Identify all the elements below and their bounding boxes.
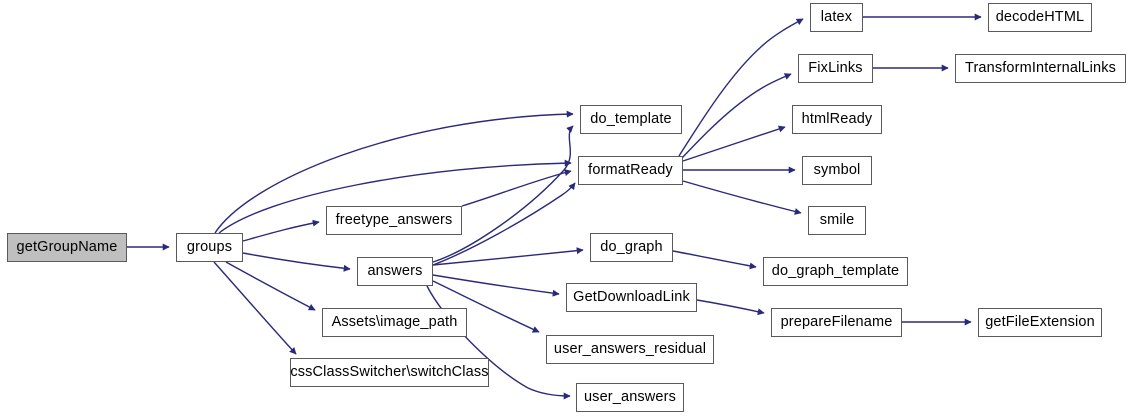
node-cssClassSwitcher_switchClass[interactable]: cssClassSwitcher\switchClass — [290, 358, 489, 387]
node-label: TransformInternalLinks — [964, 60, 1117, 77]
node-label: latex — [820, 9, 853, 26]
node-do_graph[interactable]: do_graph — [590, 233, 673, 262]
edge-groups-to-Assets_image_path — [225, 261, 316, 311]
node-label: getGroupName — [16, 239, 118, 256]
node-groups[interactable]: groups — [176, 233, 243, 262]
node-GetDownloadLink[interactable]: GetDownloadLink — [566, 283, 697, 312]
node-label: formatReady — [588, 162, 673, 179]
node-label: groups — [186, 239, 233, 256]
node-label: user_answers_residual — [553, 341, 707, 358]
node-TransformInternalLinks[interactable]: TransformInternalLinks — [955, 54, 1126, 83]
node-getFileExtension[interactable]: getFileExtension — [978, 308, 1102, 337]
node-user_answers[interactable]: user_answers — [576, 383, 684, 412]
node-label: user_answers — [583, 389, 677, 406]
node-Assets_image_path[interactable]: Assets\image_path — [322, 308, 467, 337]
node-prepareFilename[interactable]: prepareFilename — [771, 308, 902, 337]
node-label: cssClassSwitcher\switchClass — [290, 364, 489, 381]
node-freetype_answers[interactable]: freetype_answers — [326, 206, 462, 235]
edge-formatReady-to-latex — [678, 18, 804, 157]
node-smile[interactable]: smile — [808, 206, 866, 235]
edge-formatReady-to-htmlReady — [682, 125, 786, 162]
node-answers[interactable]: answers — [357, 257, 433, 286]
edge-answers-to-GetDownloadLink — [432, 274, 560, 297]
node-latex[interactable]: latex — [810, 3, 863, 32]
node-label: htmlReady — [801, 111, 873, 128]
node-FixLinks[interactable]: FixLinks — [798, 54, 873, 83]
node-label: smile — [819, 212, 855, 229]
edge-groups-to-cssClassSwitcher_switchClass — [213, 261, 297, 355]
node-label: symbol — [813, 162, 861, 179]
edge-groups-to-answers — [242, 252, 351, 272]
node-label: do_template — [590, 111, 672, 128]
node-user_answers_residual[interactable]: user_answers_residual — [546, 335, 714, 364]
node-label: decodeHTML — [995, 9, 1085, 26]
node-htmlReady[interactable]: htmlReady — [792, 105, 882, 134]
node-getGroupName[interactable]: getGroupName — [7, 233, 127, 262]
node-do_graph_template[interactable]: do_graph_template — [763, 257, 908, 286]
edge-groups-to-freetype_answers — [242, 219, 320, 242]
node-do_template[interactable]: do_template — [580, 105, 682, 134]
node-label: FixLinks — [808, 60, 863, 77]
node-symbol[interactable]: symbol — [802, 156, 872, 185]
node-label: do_graph_template — [771, 263, 900, 280]
edge-formatReady-to-smile — [682, 180, 802, 215]
node-label: freetype_answers — [335, 212, 453, 229]
node-label: GetDownloadLink — [573, 289, 690, 306]
edge-answers-to-do_graph — [432, 247, 584, 266]
node-formatReady[interactable]: formatReady — [578, 156, 683, 185]
node-label: answers — [367, 263, 423, 280]
edge-do_graph-to-do_graph_template — [672, 250, 757, 270]
node-label: Assets\image_path — [331, 314, 458, 331]
node-label: getFileExtension — [985, 314, 1095, 331]
edge-freetype_answers-to-formatReady — [461, 169, 572, 207]
edge-formatReady-to-FixLinks — [681, 73, 792, 159]
node-decodeHTML[interactable]: decodeHTML — [988, 3, 1092, 32]
node-label: do_graph — [600, 239, 663, 256]
edge-GetDownloadLink-to-prepareFilename — [696, 299, 765, 316]
edge-answers-to-do_template — [432, 125, 574, 263]
node-label: prepareFilename — [780, 314, 893, 331]
